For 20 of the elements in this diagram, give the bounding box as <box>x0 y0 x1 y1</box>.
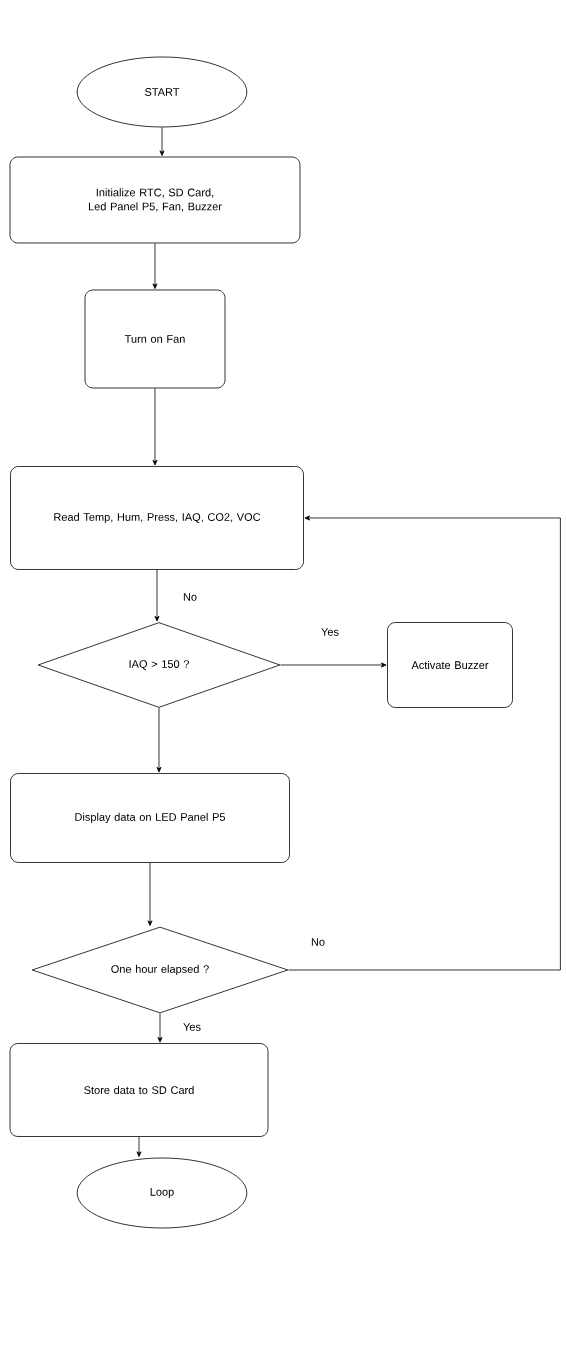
arrow <box>156 707 162 773</box>
edge-label: No <box>181 592 199 602</box>
process-box: Store data to SD Card <box>9 1043 269 1137</box>
edge-label: Yes <box>320 627 340 637</box>
process-box: Turn on Fan <box>84 289 226 389</box>
process-box: Display data on LED Panel P5 <box>10 773 290 863</box>
process-box: Initialize RTC, SD Card, Led Panel P5, Fan, Buzzer <box>9 156 301 244</box>
arrow <box>154 569 160 622</box>
edge-label: No <box>309 937 327 947</box>
arrow <box>136 1136 142 1157</box>
arrow <box>159 127 165 156</box>
arrow <box>147 862 153 926</box>
arrow <box>152 388 158 466</box>
edge-label: Yes <box>182 1022 202 1032</box>
arrow <box>280 662 387 668</box>
arrow <box>157 1013 163 1043</box>
process-box: Activate Buzzer <box>387 622 513 708</box>
arrow <box>152 243 158 289</box>
arrow <box>288 515 561 971</box>
process-box: Read Temp, Hum, Press, IAQ, CO2, VOC <box>10 466 304 570</box>
